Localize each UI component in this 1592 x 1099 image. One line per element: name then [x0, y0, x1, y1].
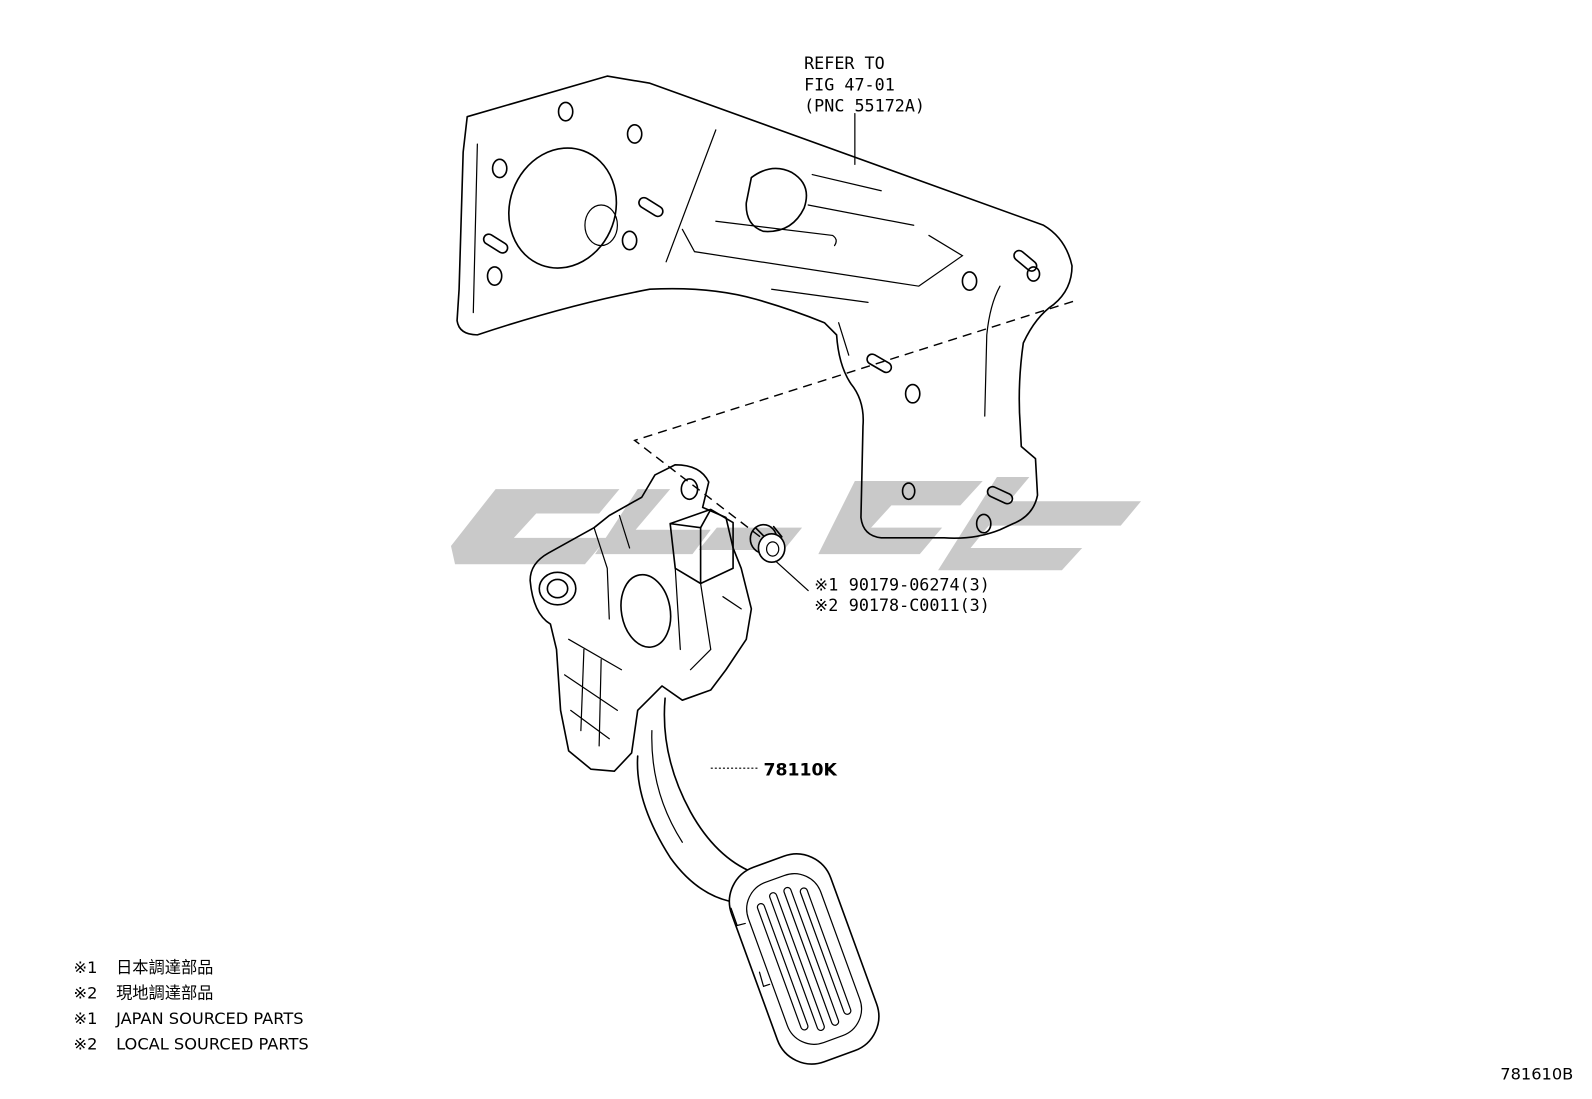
- bracket-rib-line-3: [807, 204, 915, 226]
- pedal-arm-right-edge: [663, 697, 755, 874]
- bracket-rib-line-6: [838, 322, 850, 356]
- bolt-hole: [557, 101, 574, 122]
- slot: [482, 233, 509, 254]
- bolt-hole: [961, 271, 978, 292]
- bracket-rib: [681, 228, 964, 287]
- note-4-mark: ※2: [73, 1034, 97, 1053]
- pedal-pad-outline: [728, 853, 880, 1065]
- nut-bore: [765, 541, 780, 557]
- refer-callout-line-2: FIG 47-01: [804, 74, 895, 94]
- bolt-hole: [491, 158, 508, 179]
- housing-detail-lines: [564, 514, 742, 747]
- note-2-mark: ※2: [73, 984, 97, 1003]
- pedal-pad-mount: [730, 907, 771, 988]
- bolt-hole: [901, 482, 916, 501]
- watermark-shape-4: [818, 481, 983, 555]
- note-1-text: 日本調達部品: [116, 958, 213, 977]
- note-3-mark: ※1: [73, 1009, 97, 1028]
- bracket-large-hole: [508, 147, 618, 269]
- figure-code: 781610B: [1500, 1065, 1573, 1084]
- pedal-arm-center-line: [651, 730, 683, 843]
- pedal-pad-ridge: [769, 892, 825, 1032]
- accelerator-pedal-assembly: [529, 463, 880, 1065]
- slot: [638, 196, 664, 218]
- pedal-arm-left-edge: [636, 755, 730, 902]
- nut-front-face: [757, 532, 786, 563]
- housing-ear-ring: [538, 571, 577, 606]
- bracket-rib-line-1: [715, 220, 837, 247]
- bracket-rib-line-5: [984, 285, 1001, 417]
- note-1-mark: ※1: [73, 958, 97, 977]
- bracket-slots: [482, 196, 1038, 505]
- pedal-pad-ridge: [756, 903, 809, 1031]
- assembly-guide-line: [633, 300, 1074, 539]
- bracket-rib-line-2: [811, 173, 882, 192]
- nut-callout-1-part: 90179-06274(3): [849, 575, 990, 595]
- slot: [986, 485, 1014, 505]
- nut-callout-1-mark: ※1: [814, 575, 838, 595]
- bolt-hole: [621, 230, 638, 251]
- bolt-hole: [975, 513, 992, 534]
- pedal-pad-ridge: [799, 887, 852, 1015]
- watermark-shape-2: [595, 489, 711, 555]
- bracket-rib-line-4: [771, 288, 869, 304]
- slot: [866, 353, 893, 374]
- housing-ear-hole: [546, 578, 569, 599]
- slot: [1013, 249, 1038, 272]
- pedal-part-label: 78110K: [764, 760, 838, 780]
- watermark-shape-1: [450, 489, 620, 565]
- bracket-hole-boss: [584, 204, 619, 247]
- bracket-outline: [456, 75, 1073, 539]
- refer-callout-line-1: REFER TO: [804, 53, 885, 73]
- bracket-inner-edge: [472, 143, 478, 314]
- refer-callout-line-3: (PNC 55172A): [804, 96, 925, 116]
- pedal-pad-inner: [746, 873, 863, 1045]
- sensor-rotor-housing: [620, 573, 672, 648]
- nut-side: [754, 525, 783, 538]
- bolt-hole: [1026, 266, 1041, 282]
- note-3-text: JAPAN SOURCED PARTS: [115, 1009, 303, 1028]
- bolt-hole: [904, 383, 921, 404]
- nut-leader-line: [775, 560, 809, 592]
- nut-callout-2-mark: ※2: [814, 595, 838, 615]
- pedal-bracket: [456, 75, 1073, 539]
- bolt-hole: [626, 124, 643, 144]
- bracket-oval-cutout: [745, 167, 808, 233]
- pedal-pad-ridge: [783, 886, 840, 1026]
- housing-top-hole: [680, 478, 699, 501]
- mounting-nut: [749, 523, 786, 563]
- watermark-shape-5: [938, 476, 1142, 571]
- bracket-bolt-holes: [486, 101, 1041, 534]
- note-2-text: 現地調達部品: [116, 984, 213, 1003]
- bracket-fold-line: [665, 129, 717, 263]
- nut-callout-2-part: 90178-C0011(3): [849, 595, 990, 615]
- note-4-text: LOCAL SOURCED PARTS: [116, 1034, 309, 1053]
- notes-legend: ※1 日本調達部品 ※2 現地調達部品 ※1 JAPAN SOURCED PAR…: [73, 958, 308, 1053]
- pedal-pad: [728, 853, 880, 1065]
- bolt-hole: [486, 266, 503, 286]
